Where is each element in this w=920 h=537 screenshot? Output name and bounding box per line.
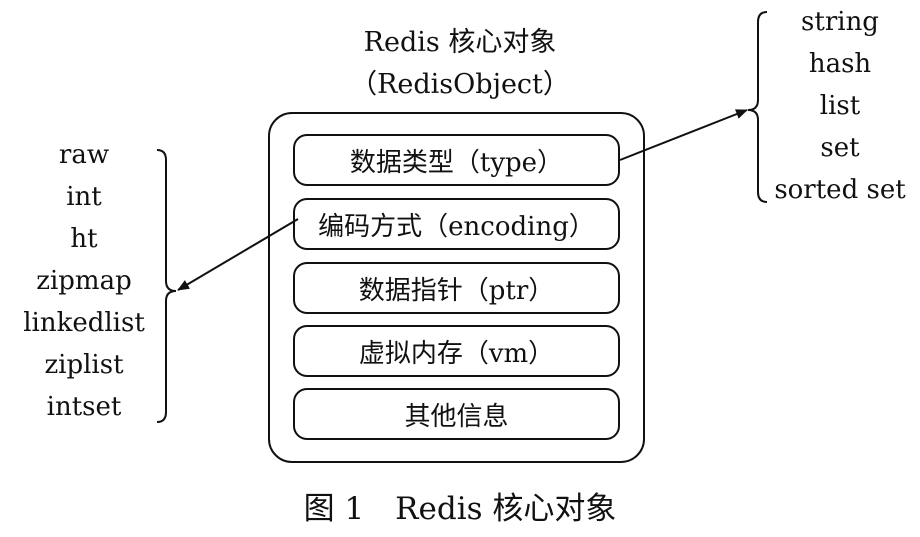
encoding-to-encodings-arrow (177, 218, 299, 291)
type-item-string: string (801, 7, 879, 37)
diagram-subtitle: （RedisObject） (350, 69, 570, 100)
encoding-item-int: int (66, 182, 102, 212)
redis-object-box (268, 112, 645, 463)
type-item-set: set (820, 133, 860, 163)
types-brace (747, 11, 768, 203)
other-info-field: 其他信息 (293, 388, 620, 440)
type-field: 数据类型（type） (293, 134, 620, 186)
encoding-item-zipmap: zipmap (36, 266, 132, 296)
type-item-list: list (819, 91, 861, 121)
encoding-item-linkedlist: linkedlist (23, 308, 145, 338)
figure-caption: 图 1 Redis 核心对象 (303, 491, 617, 527)
encodings-list: raw int ht zipmap linkedlist ziplist int… (14, 134, 154, 428)
encoding-item-raw: raw (58, 140, 110, 170)
type-item-hash: hash (808, 49, 872, 79)
diagram-title: Redis 核心对象 (363, 27, 557, 58)
type-to-types-arrow (619, 109, 748, 161)
type-item-sorted-set: sorted set (774, 175, 906, 205)
ptr-field: 数据指针（ptr） (293, 262, 620, 314)
types-list: string hash list set sorted set (770, 1, 910, 211)
encoding-item-ht: ht (70, 224, 98, 254)
encoding-item-intset: intset (46, 392, 122, 422)
encoding-item-ziplist: ziplist (44, 350, 124, 380)
vm-field: 虚拟内存（vm） (293, 325, 620, 377)
encodings-brace (156, 149, 177, 423)
encoding-field: 编码方式（encoding） (293, 198, 620, 250)
